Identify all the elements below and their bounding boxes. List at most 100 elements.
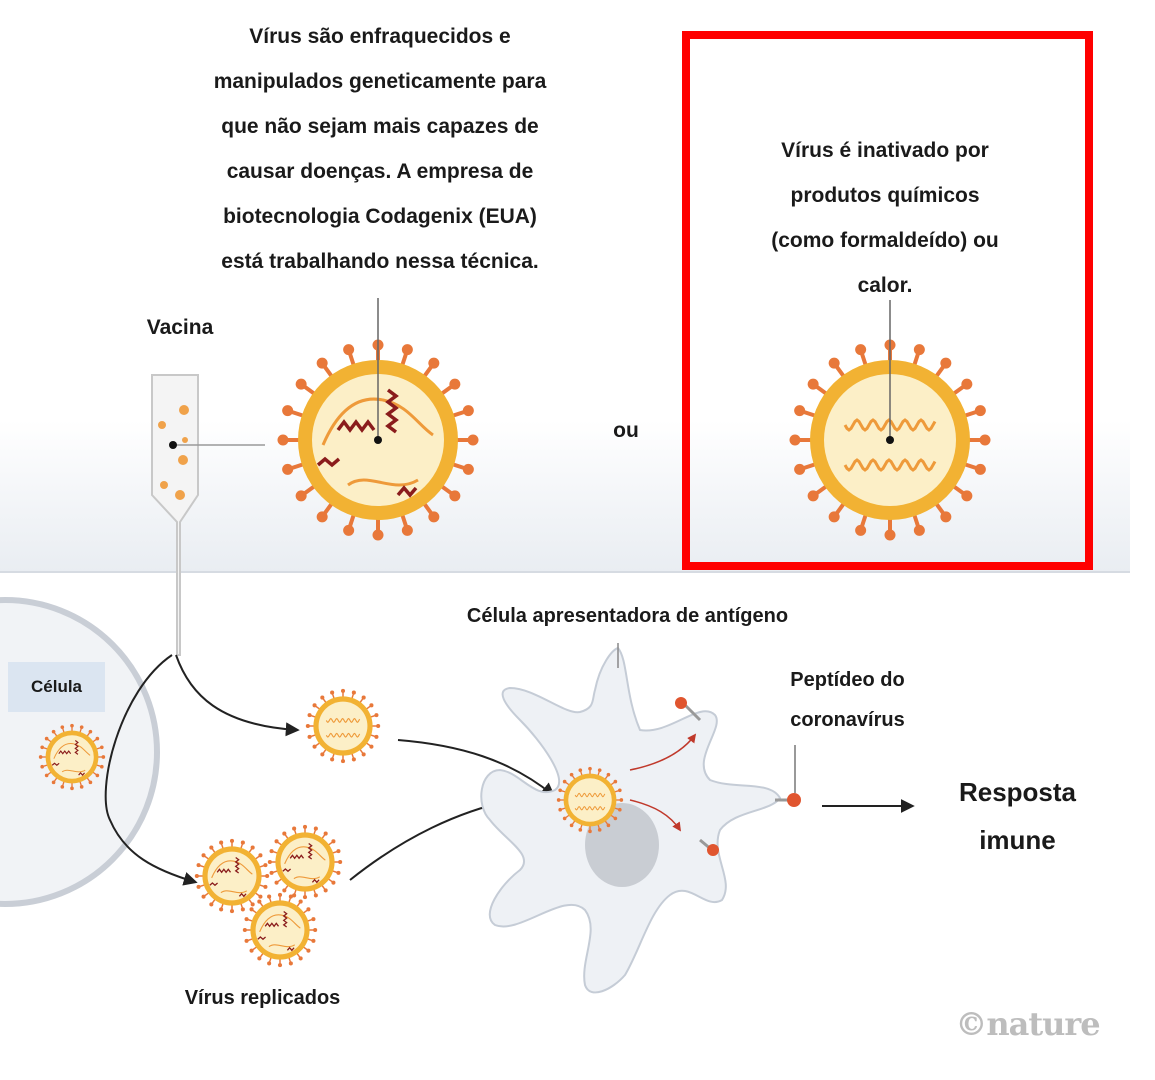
spike-tip	[295, 378, 307, 390]
spike-tip	[569, 823, 574, 828]
spike-tip	[558, 788, 562, 793]
spike-tip	[267, 961, 272, 966]
spike-tip	[209, 845, 214, 850]
spike-tip	[913, 524, 925, 536]
rna-strand	[311, 878, 320, 884]
core	[568, 778, 612, 822]
inactivated-virus-description: Vírus é inativado por produtos químicos …	[771, 139, 999, 297]
spike-tip	[562, 816, 567, 821]
spike-tip	[361, 695, 366, 700]
spike-tip	[323, 888, 328, 893]
spike-tip	[794, 405, 806, 417]
replicated-virus-icon	[242, 892, 318, 968]
spike-tip	[263, 884, 268, 889]
spike-tip	[51, 729, 56, 734]
antigen-presenting-cell-icon	[480, 646, 782, 994]
spike-tip	[263, 863, 268, 868]
spike-tip	[313, 893, 318, 898]
spike-tip	[562, 779, 567, 784]
spike-tip	[38, 755, 43, 759]
rna-strand	[53, 742, 91, 759]
core	[255, 905, 305, 955]
spike-tip	[302, 824, 308, 829]
spike-tip	[330, 757, 335, 762]
spike-tip	[320, 752, 325, 757]
spike-tip	[196, 884, 201, 889]
spike-tip	[462, 463, 474, 475]
spike-tip	[372, 529, 384, 541]
injection-curve-right	[175, 654, 300, 737]
spike-tip	[244, 917, 249, 922]
spike-tip	[194, 873, 199, 879]
spike-tip	[376, 723, 381, 729]
spike-tip	[316, 511, 328, 523]
spike-tip	[244, 938, 249, 943]
rna-strand	[321, 397, 434, 446]
spike-tip	[401, 344, 413, 356]
replicated-virus-icon	[194, 838, 270, 914]
spike-tip	[311, 938, 316, 943]
spike-tip	[277, 963, 283, 968]
virus-in-apc-icon	[556, 766, 624, 834]
spike-tip	[597, 768, 602, 772]
spike-tip	[295, 490, 307, 502]
spike-tip	[219, 907, 224, 912]
spike-tip	[282, 831, 287, 836]
spike-tip	[974, 405, 986, 417]
spike-tip	[807, 490, 819, 502]
coronavirus-peptide-label: Peptídeo do coronavírus	[790, 669, 905, 731]
spike-tip	[619, 798, 624, 802]
arrow-to-apc-top	[397, 739, 556, 797]
spike-tip	[306, 948, 311, 953]
spike-tip	[267, 859, 272, 865]
spike-tip	[913, 344, 925, 356]
spike-tip	[794, 463, 806, 475]
spike-tip	[588, 829, 592, 834]
spike-tip	[578, 768, 583, 772]
spike-tip	[282, 888, 287, 893]
spike-tip	[331, 839, 336, 844]
rna-strand	[286, 946, 295, 952]
rna-strand	[325, 732, 361, 738]
spike-tip	[311, 917, 316, 922]
rna-strand	[234, 856, 240, 874]
spike-tip	[201, 853, 206, 858]
spike-tip	[449, 490, 461, 502]
spike-tip	[340, 759, 346, 764]
spike-tip	[374, 713, 379, 718]
spike-tip	[274, 839, 279, 844]
spike-tip	[79, 785, 84, 789]
rna-strand	[220, 890, 248, 894]
spike-tip	[330, 690, 335, 695]
spike-tip	[940, 511, 952, 523]
spike-tip	[974, 463, 986, 475]
spike-tip	[250, 845, 255, 850]
spike-tip	[51, 780, 56, 785]
rna-strand	[843, 458, 937, 472]
spike-tip	[807, 378, 819, 390]
rna-strand	[78, 771, 85, 777]
spike-tip	[855, 344, 867, 356]
spike-tip	[338, 859, 343, 865]
spike-tip	[312, 744, 317, 749]
rna-strand	[58, 750, 72, 755]
spike-tip	[277, 434, 289, 446]
rna-strand	[238, 892, 247, 898]
spike-tip	[374, 734, 379, 739]
spike-tip	[302, 895, 308, 900]
spike-tip	[79, 725, 84, 729]
spike-tip	[100, 745, 104, 750]
spike-tip	[40, 764, 44, 769]
spike-tip	[312, 703, 317, 708]
rna-strand	[325, 717, 361, 723]
spike-tip	[292, 893, 297, 898]
spike-tip	[95, 736, 100, 741]
spike-tip	[618, 807, 622, 812]
peptide-icon	[675, 697, 801, 856]
spike-tip	[606, 823, 611, 828]
spike-tip	[250, 902, 255, 907]
spike-tip	[282, 463, 294, 475]
spike-tip	[201, 894, 206, 899]
spike-tip	[100, 764, 104, 769]
spike-tip	[60, 785, 65, 789]
